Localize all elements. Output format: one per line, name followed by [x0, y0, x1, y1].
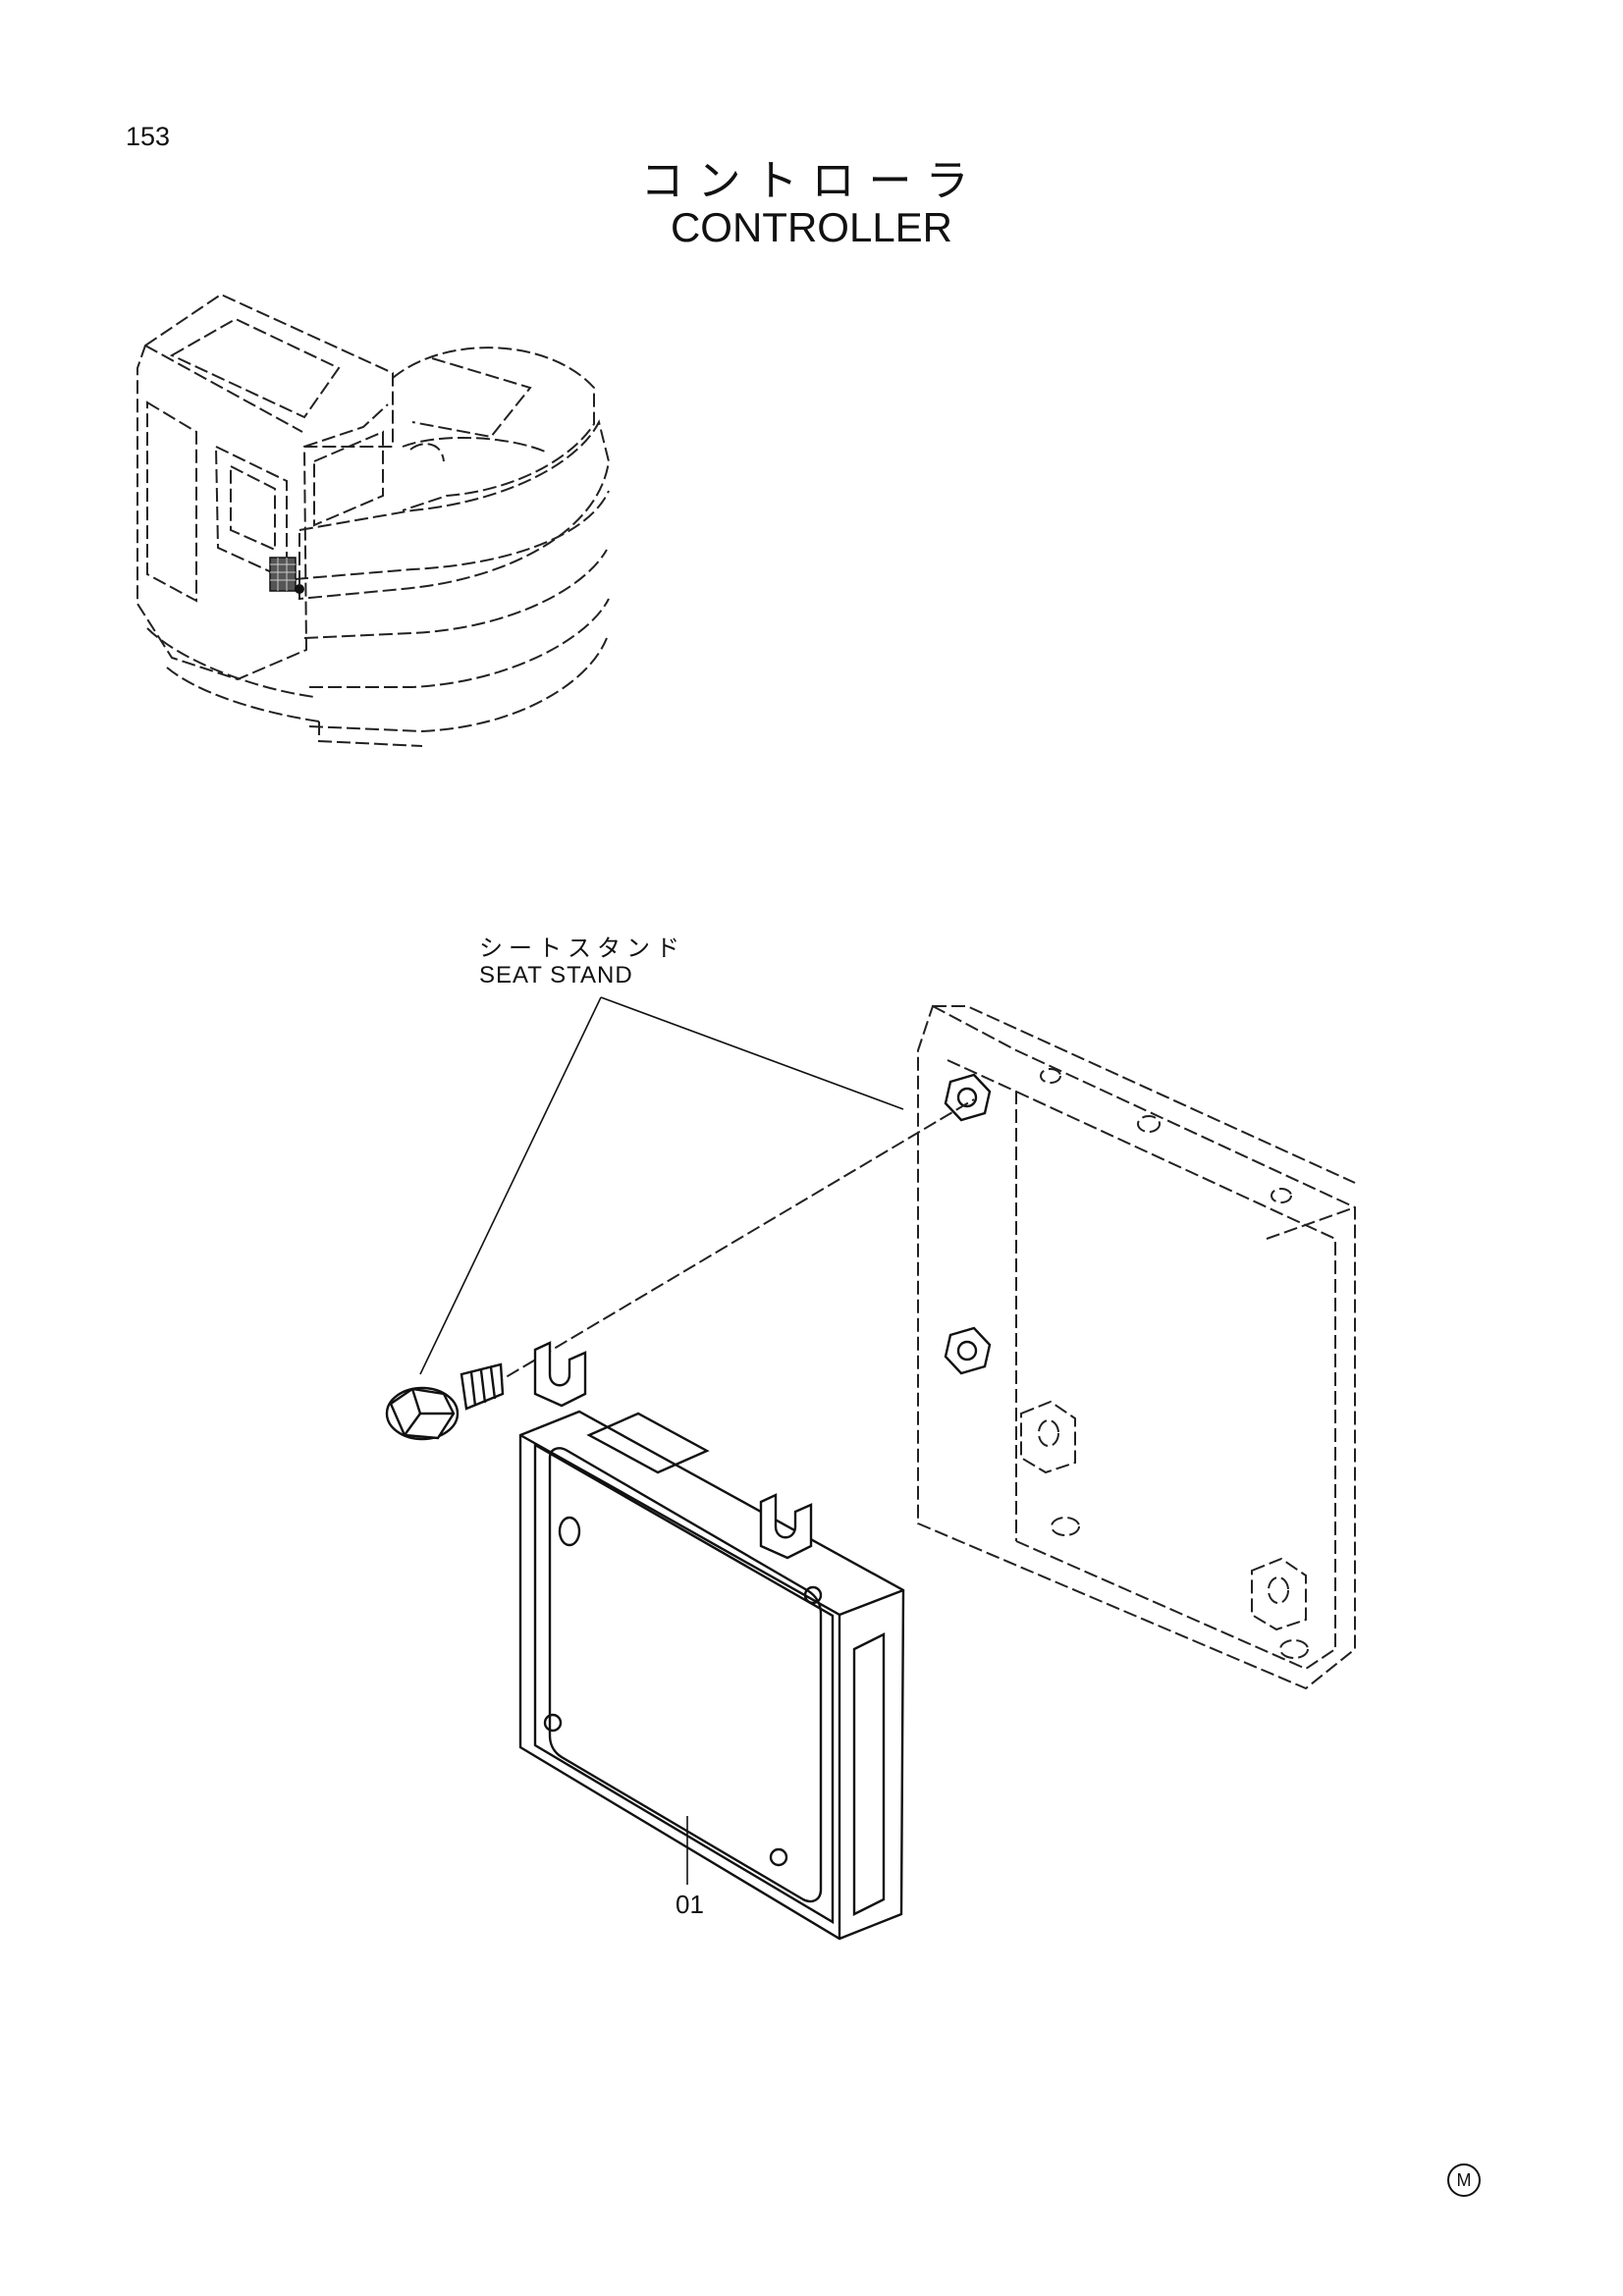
bolt-with-washer: [385, 1362, 505, 1441]
page-number: 153: [126, 122, 171, 151]
circled-m-mark: M: [1447, 2163, 1481, 2197]
page-title-english: CONTROLLER: [670, 204, 953, 250]
controller-unit: [518, 1341, 905, 1941]
seat-stand-label-english: SEAT STAND: [479, 962, 633, 988]
seat-stand-leaders: [419, 996, 904, 1375]
seat-stand-bracket: [917, 1004, 1356, 1690]
part-number-01: 01: [676, 1890, 704, 1919]
assembly-centerline: [490, 1098, 975, 1387]
page-title-japanese: コントローラ: [640, 156, 983, 206]
seat-stand-label-japanese: シートスタンド: [479, 934, 685, 962]
machine-locator-illustration: [136, 293, 611, 747]
bracket-nuts: [944, 1073, 992, 1375]
